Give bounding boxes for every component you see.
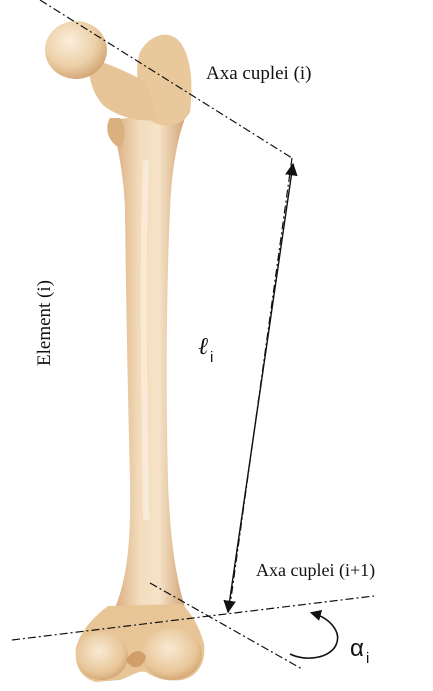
medial-condyle (142, 628, 202, 680)
length-arrow (228, 164, 293, 612)
axis-upper-label: Axa cuplei (i) (206, 63, 312, 84)
angle-arrow-icon (290, 613, 338, 658)
axis-lower-label: Axa cuplei (i+1) (256, 560, 375, 581)
length-subscript: i (210, 349, 213, 366)
element-label: Element (i) (34, 280, 55, 366)
femur-bone (45, 21, 204, 682)
femoral-head (45, 21, 107, 79)
angle-symbol: α (350, 635, 364, 662)
lesser-trochanter (107, 118, 124, 148)
lateral-condyle (76, 632, 128, 680)
length-symbol: ℓ (198, 334, 208, 360)
bone-shaft (112, 110, 190, 622)
angle-subscript: i (366, 650, 369, 667)
shaft-highlight (144, 160, 146, 520)
